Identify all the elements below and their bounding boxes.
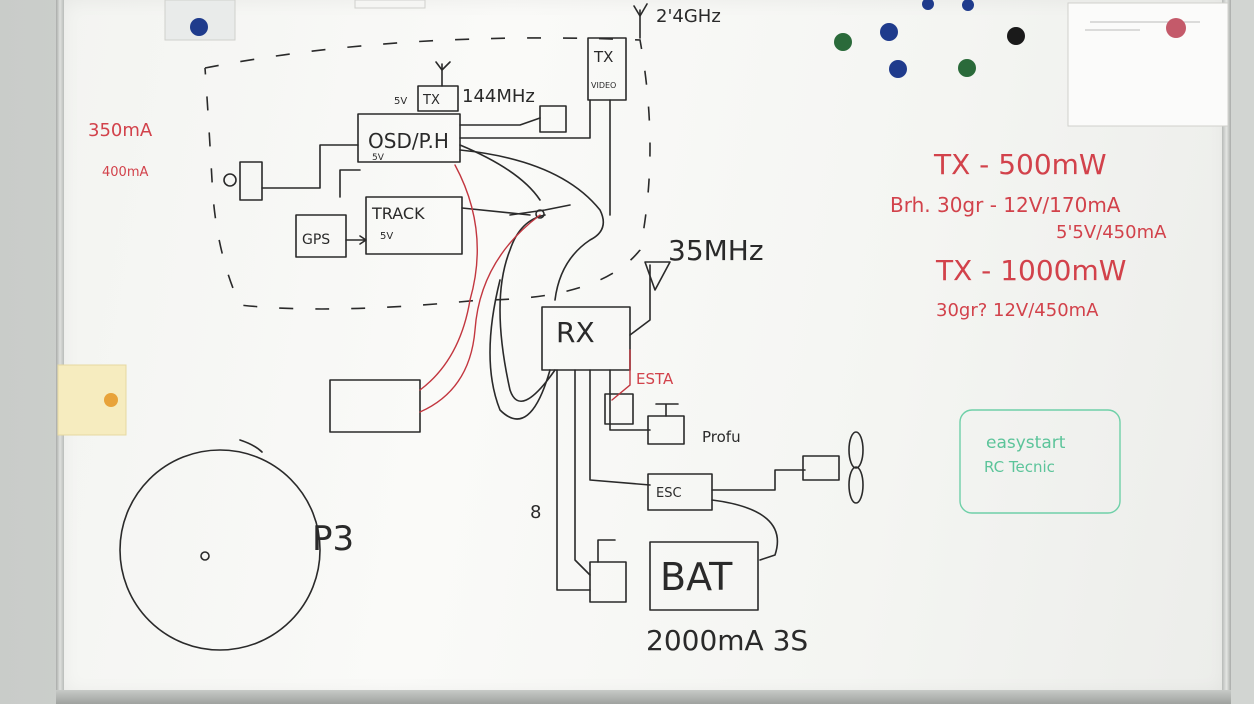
camera-box — [240, 162, 262, 200]
magnet-blue — [889, 60, 907, 78]
note-right-4: TX - 1000mW — [935, 254, 1126, 287]
magnet-blue — [880, 23, 898, 41]
note-right-5: 30gr? 12V/450mA — [936, 300, 1099, 321]
profu-label: Profu — [702, 428, 741, 446]
green-note-line-2: RC Tecnic — [984, 458, 1055, 476]
esc-label: ESC — [656, 486, 682, 501]
track-voltage-label: 5V — [380, 231, 393, 242]
magnet-pink — [1166, 18, 1186, 38]
battery-box-left — [330, 380, 420, 432]
freq-35-label: 35MHz — [668, 234, 764, 267]
tx-video-label: TX — [593, 48, 613, 66]
bat-spec-label: 2000mA 3S — [646, 624, 808, 657]
rx-label: RX — [556, 316, 595, 349]
bat-label: BAT — [660, 555, 733, 599]
note-right-1: TX - 500mW — [933, 148, 1107, 181]
magnet-green — [958, 59, 976, 77]
note-left-1: 350mA — [88, 120, 153, 141]
gps-label: GPS — [302, 232, 330, 248]
esta-label: ESTA — [636, 370, 674, 388]
video-label: VIDEO — [591, 81, 616, 90]
large-circle — [120, 450, 320, 650]
magnet-blue — [190, 18, 208, 36]
freq-24-label: 2'4GHz — [656, 6, 721, 27]
dashed-enclosure — [205, 38, 650, 309]
green-note-line-1: easystart — [986, 433, 1066, 453]
magnet-green — [834, 33, 852, 51]
freq-144-label: 144MHz — [462, 86, 535, 107]
switch-box — [540, 106, 566, 132]
eight-label: 8 — [530, 502, 541, 523]
magnet-black — [1007, 27, 1025, 45]
motor-box — [803, 456, 839, 480]
note-right-3: 5'5V/450mA — [1056, 222, 1167, 243]
osd-voltage-label: 5V — [372, 153, 385, 163]
paper-note-top-right — [1068, 3, 1228, 126]
track-label: TRACK — [371, 204, 425, 223]
note-left-2: 400mA — [102, 165, 148, 180]
paper-strip-top — [355, 0, 425, 8]
servo-box — [648, 416, 684, 444]
osd-label: OSD/P.H — [368, 129, 449, 153]
p3-label: P3 — [312, 519, 354, 559]
note-right-2: Brh. 30gr - 12V/170mA — [890, 193, 1121, 217]
tx-voltage-label: 5V — [394, 96, 407, 107]
connector-box — [590, 562, 626, 602]
magnet-orange — [104, 393, 118, 407]
tx-label: TX — [422, 93, 440, 108]
